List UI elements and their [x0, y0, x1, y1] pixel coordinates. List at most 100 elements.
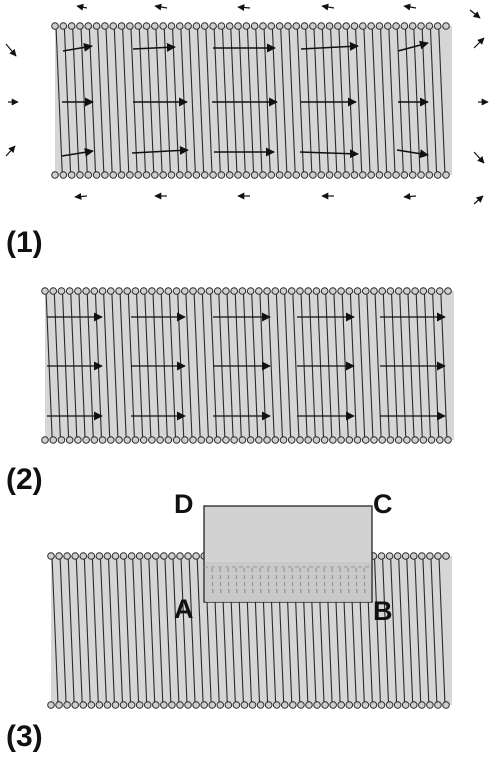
hidden-coil-turn: [267, 567, 270, 597]
wire-cross-section-top: [109, 22, 118, 30]
wire-cross-section-bottom: [209, 171, 217, 179]
wire-cross-section-bottom: [329, 436, 337, 444]
wire-cross-section-bottom: [317, 171, 326, 179]
coil-turn: [438, 555, 446, 706]
wire-cross-section-bottom: [90, 436, 99, 444]
wire-cross-section-bottom: [126, 171, 134, 179]
wire-cross-section-bottom: [131, 436, 140, 444]
wire-cross-section-bottom: [242, 171, 251, 179]
wire-cross-section-top: [103, 552, 112, 560]
field-arrow: [469, 9, 481, 19]
hidden-coil-turn: [211, 567, 214, 597]
wire-cross-section-bottom: [55, 701, 63, 709]
wire-cross-section-bottom: [329, 701, 337, 709]
wire-cross-section-top: [378, 287, 387, 295]
wire-cross-section-top: [192, 552, 200, 560]
wire-cross-section-bottom: [279, 436, 288, 444]
wire-cross-section-bottom: [49, 436, 58, 444]
coil-turn: [230, 25, 238, 176]
wire-cross-section-top: [67, 22, 76, 30]
wire-cross-section-top: [119, 552, 128, 560]
coil-turn: [188, 555, 196, 706]
hidden-coil-turn: [331, 567, 334, 597]
wire-cross-section-bottom: [386, 436, 395, 444]
wire-cross-section-top: [111, 552, 120, 560]
wire-cross-section-bottom: [250, 171, 259, 179]
coil-turn: [91, 555, 99, 706]
wire-cross-section-bottom: [189, 436, 197, 444]
wire-cross-section-top: [419, 287, 428, 295]
wire-cross-section-top: [279, 287, 288, 295]
wire-cross-section-bottom: [263, 436, 271, 444]
wire-cross-section-top: [435, 287, 444, 295]
wire-cross-section-top: [367, 22, 375, 30]
wire-cross-section-top: [63, 552, 71, 560]
wire-cross-section-bottom: [160, 701, 168, 709]
wire-cross-section-top: [375, 22, 384, 30]
hidden-coil-turn: [339, 567, 342, 597]
hidden-coil-turn: [291, 567, 294, 597]
hidden-coil-turn: [251, 567, 254, 597]
wire-cross-section-bottom: [383, 171, 392, 179]
wire-cross-section-bottom: [142, 171, 151, 179]
wire-cross-section-top: [142, 22, 151, 30]
wire-cross-section-top: [131, 287, 140, 295]
wire-cross-section-top: [359, 22, 367, 30]
wire-cross-section-top: [143, 552, 152, 560]
wire-cross-section-bottom: [106, 436, 115, 444]
wire-cross-section-bottom: [217, 171, 226, 179]
field-arrow: [397, 40, 429, 52]
field-arrow: [473, 195, 484, 205]
wire-cross-section-bottom: [350, 171, 359, 179]
wire-cross-section-bottom: [434, 701, 442, 709]
wire-cross-section-bottom: [224, 701, 233, 709]
wire-cross-section-top: [442, 22, 450, 30]
wire-cross-section-top: [287, 287, 296, 295]
wire-cross-section-bottom: [103, 701, 112, 709]
wire-cross-section-top: [192, 22, 201, 30]
panel-3-amperian-loop: [47, 505, 452, 709]
coil-turn: [321, 25, 330, 176]
wire-cross-section-top: [168, 552, 176, 560]
wire-cross-section-top: [57, 287, 66, 295]
wire-cross-section-top: [184, 22, 192, 30]
coil-turn: [357, 290, 366, 441]
wire-cross-section-bottom: [115, 436, 123, 444]
wire-cross-section-bottom: [418, 701, 426, 709]
coil-turn: [438, 25, 446, 176]
hidden-coil-turn: [307, 567, 310, 597]
wire-cross-section-bottom: [82, 436, 90, 444]
coil-turn: [275, 290, 284, 441]
wire-cross-section-bottom: [84, 171, 93, 179]
wire-cross-section-bottom: [234, 171, 242, 179]
wire-cross-section-bottom: [433, 171, 442, 179]
wire-cross-section-top: [95, 552, 104, 560]
hidden-coil-turn: [323, 567, 326, 597]
coil-turn: [103, 290, 111, 441]
wire-cross-section-top: [400, 22, 409, 30]
wire-cross-section-bottom: [127, 701, 136, 709]
wire-cross-section-top: [65, 287, 74, 295]
panel-2-label: (2): [6, 463, 43, 496]
wire-cross-section-bottom: [313, 701, 321, 709]
wire-cross-section-bottom: [442, 701, 450, 709]
wire-cross-section-bottom: [232, 701, 241, 709]
coil-turn: [193, 290, 201, 441]
wire-cross-section-bottom: [256, 701, 265, 709]
wire-cross-section-bottom: [320, 436, 329, 444]
wire-cross-section-top: [71, 552, 79, 560]
wire-cross-section-top: [345, 287, 354, 295]
wire-cross-section-bottom: [222, 436, 230, 444]
coil-turn: [201, 290, 210, 441]
wire-cross-section-top: [106, 287, 115, 295]
wire-cross-section-bottom: [411, 436, 419, 444]
coil-turn: [374, 290, 382, 441]
wire-cross-section-top: [184, 552, 192, 560]
wire-cross-section-bottom: [139, 436, 148, 444]
wire-cross-section-bottom: [246, 436, 255, 444]
wire-cross-section-bottom: [334, 171, 342, 179]
wire-cross-section-bottom: [321, 701, 329, 709]
wire-cross-section-top: [84, 22, 93, 30]
wire-cross-section-bottom: [304, 436, 312, 444]
coil-turn: [305, 25, 313, 176]
